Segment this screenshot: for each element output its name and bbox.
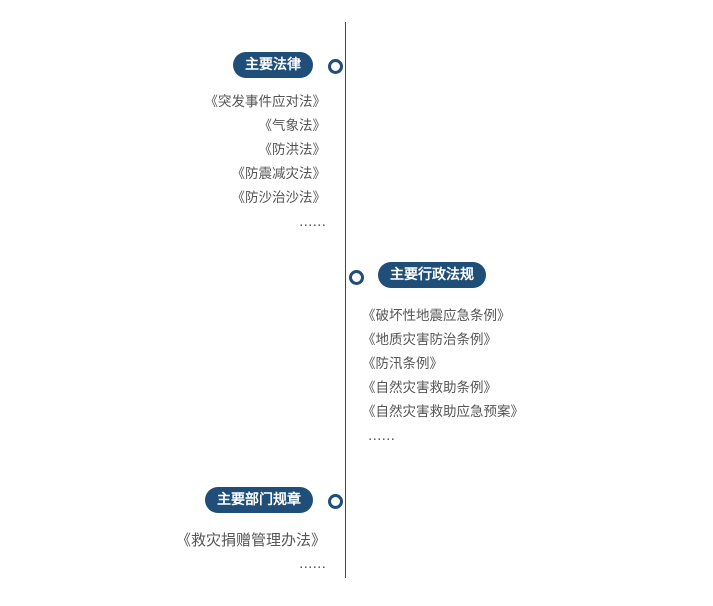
list-item: 《自然灾害救助条例》 [362,380,497,396]
list-item: 《地质灾害防治条例》 [362,332,497,348]
list-item: 《自然灾害救助应急预案》 [362,404,524,420]
list-item: 《防洪法》 [258,142,327,158]
laws-list: 《突发事件应对法》 《气象法》 《防洪法》 《防震减灾法》 《防沙治沙法》 …… [205,90,327,234]
section-title-dept-rules[interactable]: 主要部门规章 [205,487,313,513]
section-title-laws[interactable]: 主要法律 [233,52,313,78]
list-item: 《防沙治沙法》 [231,190,327,206]
regulations-list: 《破坏性地震应急条例》 《地质灾害防治条例》 《防汛条例》 《自然灾害救助条例》… [362,304,524,448]
section-title-regulations[interactable]: 主要行政法规 [378,262,486,288]
list-item: 《突发事件应对法》 [204,94,327,110]
list-item: 《破坏性地震应急条例》 [362,308,511,324]
list-item: 《防震减灾法》 [231,166,327,182]
list-item: 《救灾捐赠管理办法》 [175,531,326,549]
list-item: …… [368,428,395,444]
list-item: 《防汛条例》 [362,356,443,372]
dept-rules-list: 《救灾捐赠管理办法》 …… [176,528,326,576]
node-dot-dept-rules [328,494,343,509]
list-item: 《气象法》 [258,118,327,134]
list-item: …… [299,214,326,230]
timeline-axis [345,22,346,578]
node-dot-regulations [349,270,364,285]
list-item: …… [299,556,326,572]
node-dot-laws [328,59,343,74]
